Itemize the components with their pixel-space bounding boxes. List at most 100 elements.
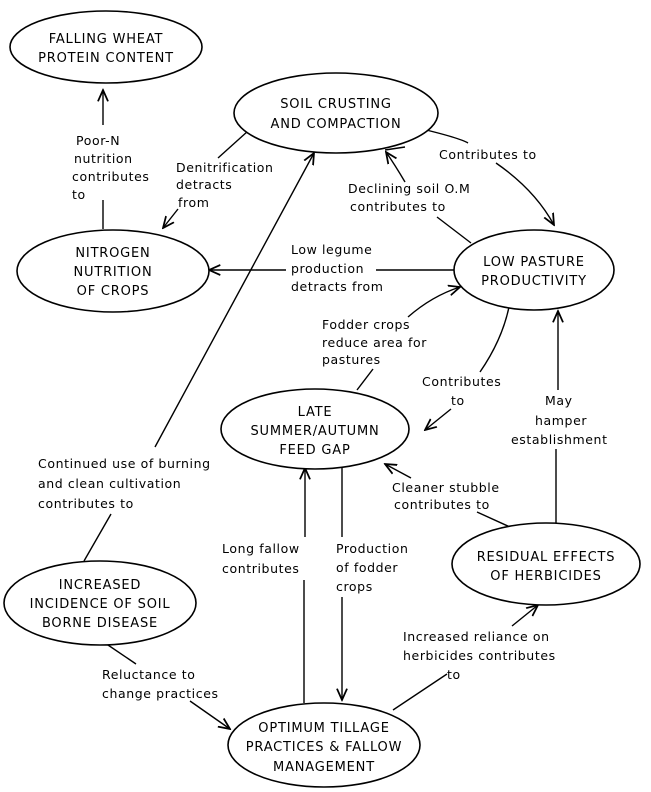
label-declining-om: Declining soil O.M contributes to bbox=[348, 181, 470, 214]
label-fodder-production-line-2: of fodder bbox=[336, 560, 398, 575]
label-long-fallow-line-1: Long fallow bbox=[222, 541, 300, 556]
label-may-hamper-line-3: establishment bbox=[511, 432, 608, 447]
edge-reluctance-lower bbox=[189, 700, 230, 729]
label-reliance-herbicides-line-2: herbicides contributes bbox=[403, 648, 556, 663]
node-herbicides: RESIDUAL EFFECTS OF HERBICIDES bbox=[451, 522, 641, 606]
node-nitrogen: NITROGEN NUTRITION OF CROPS bbox=[16, 229, 210, 313]
node-soil-crusting: SOIL CRUSTING AND COMPACTION bbox=[233, 72, 439, 154]
label-cleaner-stubble-line-2: contributes to bbox=[394, 497, 490, 512]
node-feed-gap-line-3: FEED GAP bbox=[279, 443, 350, 458]
label-declining-om-line-1: Declining soil O.M bbox=[348, 181, 470, 196]
label-fodder-reduce-line-2: reduce area for bbox=[322, 335, 427, 350]
node-falling-wheat-shape bbox=[9, 10, 203, 84]
node-soil-disease-line-2: INCIDENCE OF SOIL bbox=[30, 597, 171, 612]
label-reliance-herbicides-line-3: to bbox=[447, 667, 461, 682]
edge-denitrification-lower bbox=[163, 208, 179, 228]
label-contributes-pasture: Contributes to bbox=[439, 147, 537, 162]
node-low-pasture: LOW PASTURE PRODUCTIVITY bbox=[453, 229, 615, 311]
node-herbicides-line-2: OF HERBICIDES bbox=[490, 569, 601, 584]
edge-cleaner-stubble-lower bbox=[476, 511, 511, 528]
label-burning-line-1: Continued use of burning bbox=[38, 456, 211, 471]
edge-reluctance-upper bbox=[104, 642, 137, 665]
label-long-fallow: Long fallow contributes bbox=[222, 541, 300, 576]
label-burning-line-3: contributes to bbox=[38, 496, 134, 511]
label-fodder-production-line-1: Production bbox=[336, 541, 409, 556]
label-declining-om-line-2: contributes to bbox=[350, 199, 446, 214]
node-nitrogen-line-1: NITROGEN bbox=[75, 246, 150, 261]
node-tillage: OPTIMUM TILLAGE PRACTICES & FALLOW MANAG… bbox=[227, 702, 421, 788]
label-fodder-reduce-line-1: Fodder crops bbox=[322, 317, 410, 332]
label-cleaner-stubble-line-1: Cleaner stubble bbox=[392, 480, 500, 495]
label-denitrification-line-2: detracts bbox=[176, 177, 232, 192]
label-low-legume-line-3: detracts from bbox=[291, 279, 383, 294]
label-reluctance-line-2: change practices bbox=[102, 686, 219, 701]
node-nitrogen-line-2: NUTRITION bbox=[74, 265, 153, 280]
node-soil-disease-line-1: INCREASED bbox=[59, 578, 141, 593]
label-burning: Continued use of burning and clean culti… bbox=[38, 456, 211, 511]
label-may-hamper: May hamper establishment bbox=[511, 393, 608, 447]
node-feed-gap-line-2: SUMMER/AUTUMN bbox=[250, 424, 379, 439]
label-contributes-gap: Contributes to bbox=[422, 374, 501, 408]
node-low-pasture-line-2: PRODUCTIVITY bbox=[481, 274, 587, 289]
label-denitrification-line-3: from bbox=[178, 195, 210, 210]
edge-burning-lower bbox=[83, 513, 112, 562]
label-low-legume-line-2: production bbox=[291, 261, 364, 276]
label-cleaner-stubble: Cleaner stubble contributes to bbox=[392, 480, 500, 512]
label-reluctance-line-1: Reluctance to bbox=[102, 667, 195, 682]
label-contributes-pasture-line-1: Contributes to bbox=[439, 147, 537, 162]
label-fodder-reduce-line-3: pastures bbox=[322, 352, 381, 367]
edge-contributes-gap-upper bbox=[479, 306, 510, 373]
label-reliance-herbicides: Increased reliance on herbicides contrib… bbox=[403, 629, 556, 682]
node-tillage-line-3: MANAGEMENT bbox=[273, 760, 375, 775]
node-herbicides-shape bbox=[451, 522, 641, 606]
node-soil-disease-line-3: BORNE DISEASE bbox=[42, 616, 158, 631]
edge-denitrification-upper bbox=[217, 130, 249, 159]
node-low-pasture-shape bbox=[453, 229, 615, 311]
node-feed-gap-shape bbox=[220, 388, 410, 470]
label-poor-n-line-1: Poor-N bbox=[76, 133, 120, 148]
label-denitrification: Denitrification detracts from bbox=[176, 160, 274, 210]
label-may-hamper-line-2: hamper bbox=[535, 413, 587, 428]
node-falling-wheat-line-2: PROTEIN CONTENT bbox=[38, 51, 174, 66]
label-low-legume: Low legume production detracts from bbox=[291, 242, 383, 294]
edge-reliance-upper bbox=[511, 605, 538, 627]
edge-fodder-reduce-lower bbox=[356, 368, 374, 391]
edge-labels: Poor-N nutrition contributes to Denitrif… bbox=[38, 133, 608, 701]
label-fodder-production-line-3: crops bbox=[336, 579, 373, 594]
label-reluctance: Reluctance to change practices bbox=[102, 667, 219, 701]
edge-cleaner-stubble-upper bbox=[385, 464, 412, 479]
edge-declining-om-upper bbox=[384, 146, 406, 151]
node-soil-crusting-line-2: AND COMPACTION bbox=[271, 117, 402, 132]
label-contributes-gap-line-2: to bbox=[451, 393, 465, 408]
node-falling-wheat-line-1: FALLING WHEAT bbox=[49, 32, 164, 47]
label-fodder-production: Production of fodder crops bbox=[336, 541, 409, 594]
edge-burning-upper bbox=[154, 153, 314, 448]
node-tillage-shape bbox=[227, 702, 421, 788]
edge-declining-om-arrow bbox=[386, 152, 406, 183]
node-nitrogen-shape bbox=[16, 229, 210, 313]
label-reliance-herbicides-line-1: Increased reliance on bbox=[403, 629, 550, 644]
edge-contributes-pasture-lower bbox=[495, 162, 554, 225]
edges bbox=[83, 90, 558, 729]
node-tillage-line-1: OPTIMUM TILLAGE bbox=[258, 721, 389, 736]
label-contributes-gap-line-1: Contributes bbox=[422, 374, 501, 389]
node-feed-gap: LATE SUMMER/AUTUMN FEED GAP bbox=[220, 388, 410, 470]
label-fodder-reduce: Fodder crops reduce area for pastures bbox=[322, 317, 427, 367]
node-soil-crusting-shape bbox=[233, 72, 439, 154]
label-denitrification-line-1: Denitrification bbox=[176, 160, 274, 175]
node-low-pasture-line-1: LOW PASTURE bbox=[483, 255, 585, 270]
label-low-legume-line-1: Low legume bbox=[291, 242, 372, 257]
node-nitrogen-line-3: OF CROPS bbox=[77, 284, 150, 299]
node-tillage-line-2: PRACTICES & FALLOW bbox=[246, 740, 403, 755]
label-long-fallow-line-2: contributes bbox=[222, 561, 300, 576]
node-feed-gap-line-1: LATE bbox=[298, 405, 333, 420]
node-herbicides-line-1: RESIDUAL EFFECTS bbox=[477, 550, 616, 565]
edge-contributes-gap-lower bbox=[425, 408, 452, 430]
label-burning-line-2: and clean cultivation bbox=[38, 476, 181, 491]
label-may-hamper-line-1: May bbox=[545, 393, 573, 408]
node-soil-disease-shape bbox=[3, 560, 197, 646]
label-poor-n-line-4: to bbox=[72, 187, 86, 202]
node-falling-wheat: FALLING WHEAT PROTEIN CONTENT bbox=[9, 10, 203, 84]
edge-reliance-lower bbox=[392, 673, 448, 711]
